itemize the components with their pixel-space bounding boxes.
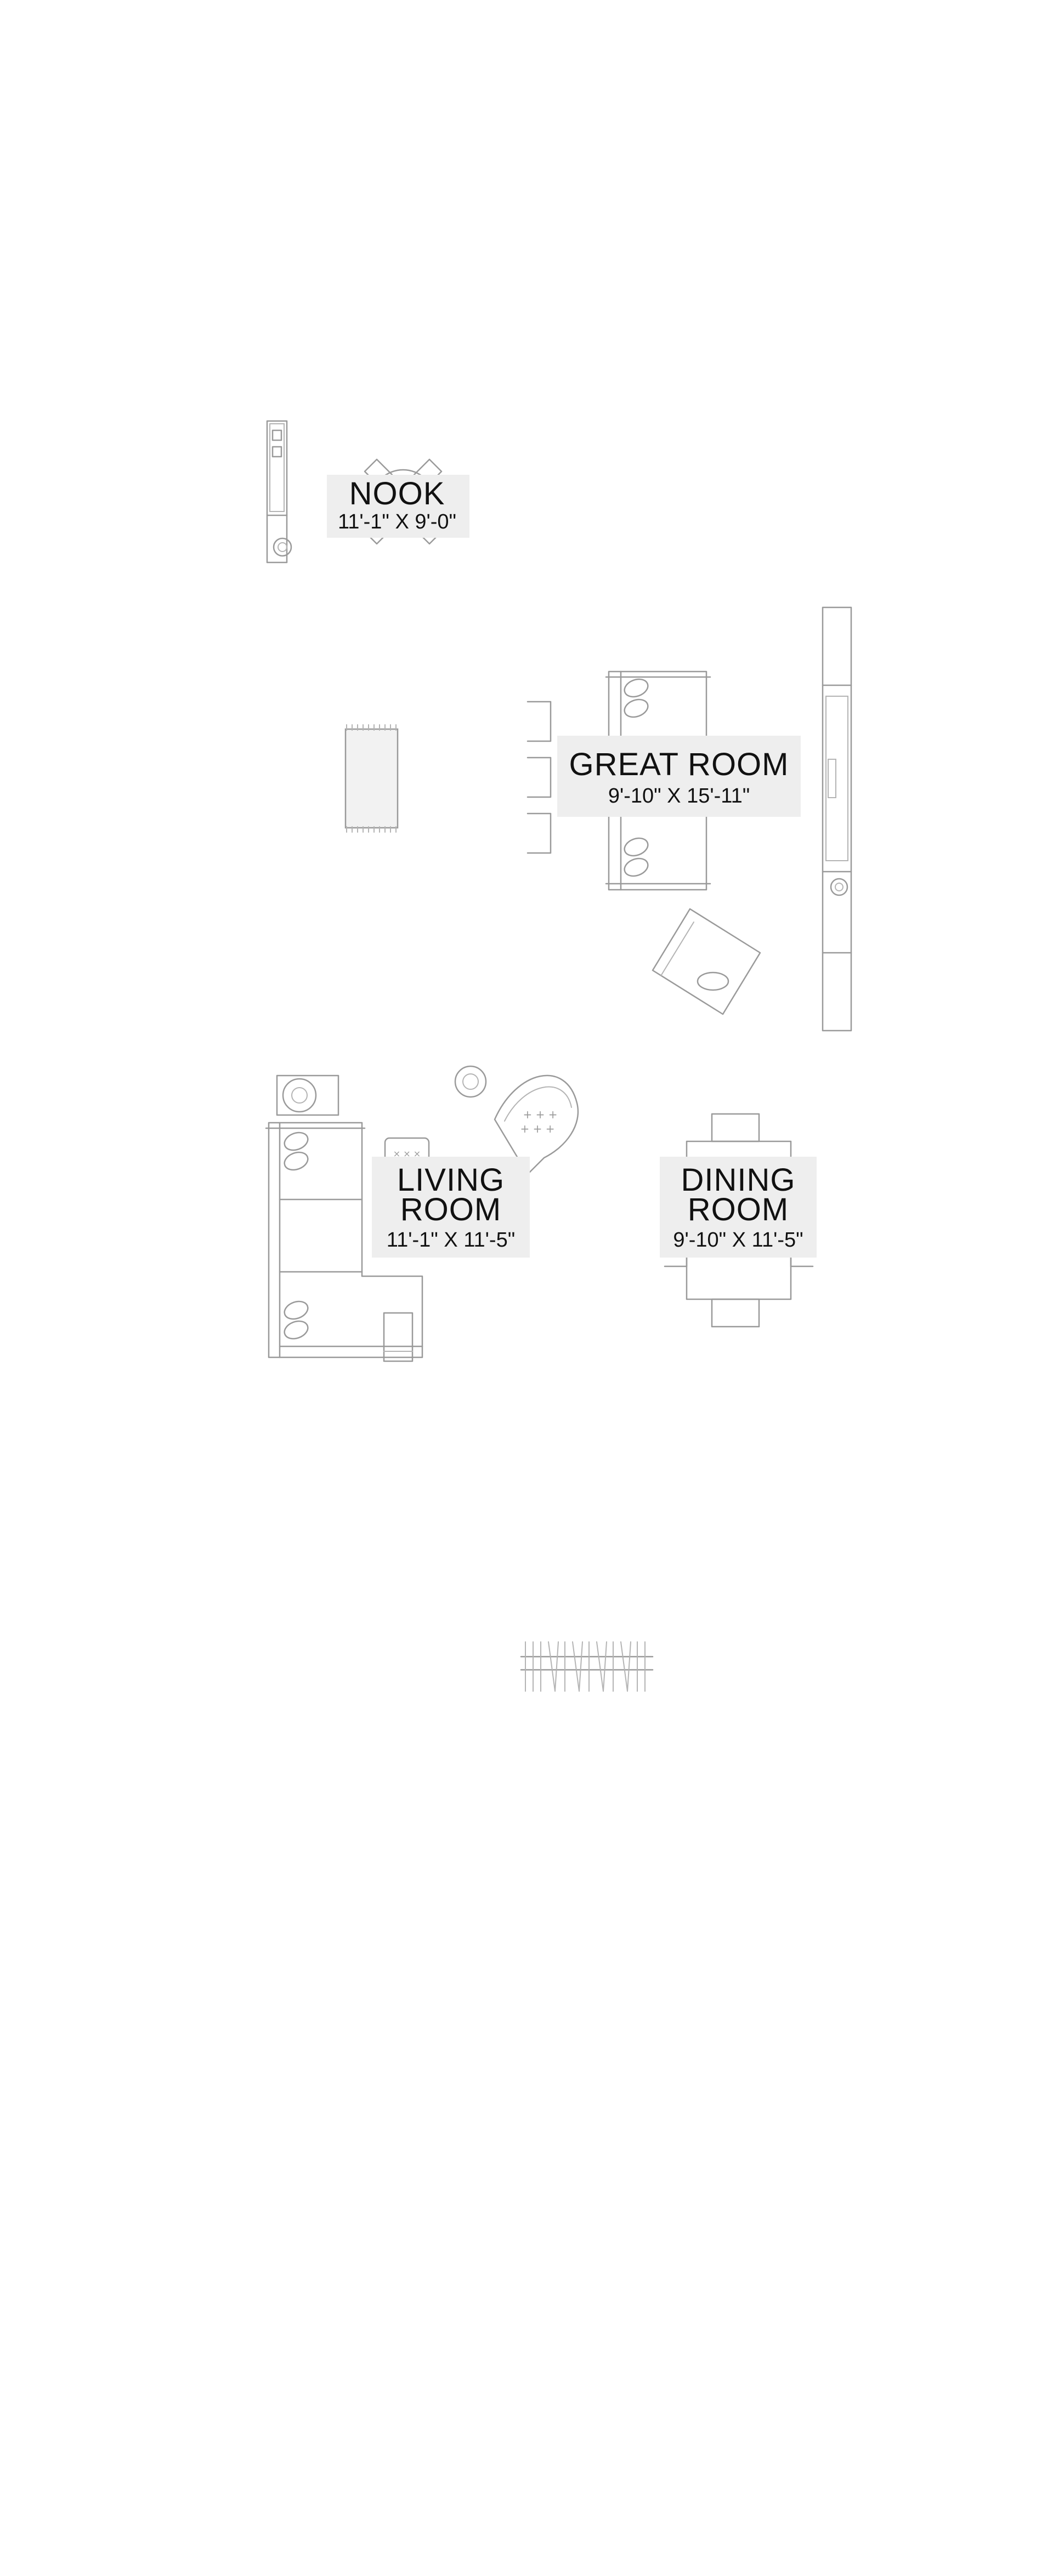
living-room-label: LIVING ROOM 11'-1" X 11'-5" [372,1157,530,1258]
dining-room-label: DINING ROOM 9'-10" X 11'-5" [660,1157,817,1258]
dining-room-name-line1: DINING [681,1162,796,1198]
area-rug [344,724,399,833]
nook-cabinet [266,420,292,564]
living-room-dimensions: 11'-1" X 11'-5" [387,1229,515,1252]
armchair [652,908,761,1015]
dining-room-name-line2: ROOM [688,1192,789,1227]
nook-dimensions: 11'-1" X 9'-0" [338,510,456,533]
svg-text:× × ×: × × × [393,1148,421,1159]
living-sectional-sofa [265,1122,423,1358]
nook-label: NOOK 11'-1" X 9'-0" [327,475,469,538]
living-room-name-line1: LIVING [397,1162,505,1198]
living-end-table [383,1312,414,1362]
svg-text:+ + +: + + + [520,1122,555,1135]
great-room-label: GREAT ROOM 9'-10" X 15'-11" [557,736,801,817]
living-side-table [276,1074,339,1116]
great-room-name: GREAT ROOM [569,747,789,782]
entry-mat-symbol [520,1641,654,1692]
fireplace-wall [822,606,852,1032]
great-room-dimensions: 9'-10" X 15'-11" [608,784,750,808]
bar-stools [526,701,552,854]
living-room-name-line2: ROOM [400,1192,501,1227]
floor-lamp [454,1065,487,1098]
nook-name: NOOK [349,476,445,511]
dining-room-dimensions: 9'-10" X 11'-5" [673,1229,803,1252]
tufted-armchair: + + + + + + [494,1074,579,1175]
svg-text:+ + +: + + + [523,1108,558,1121]
